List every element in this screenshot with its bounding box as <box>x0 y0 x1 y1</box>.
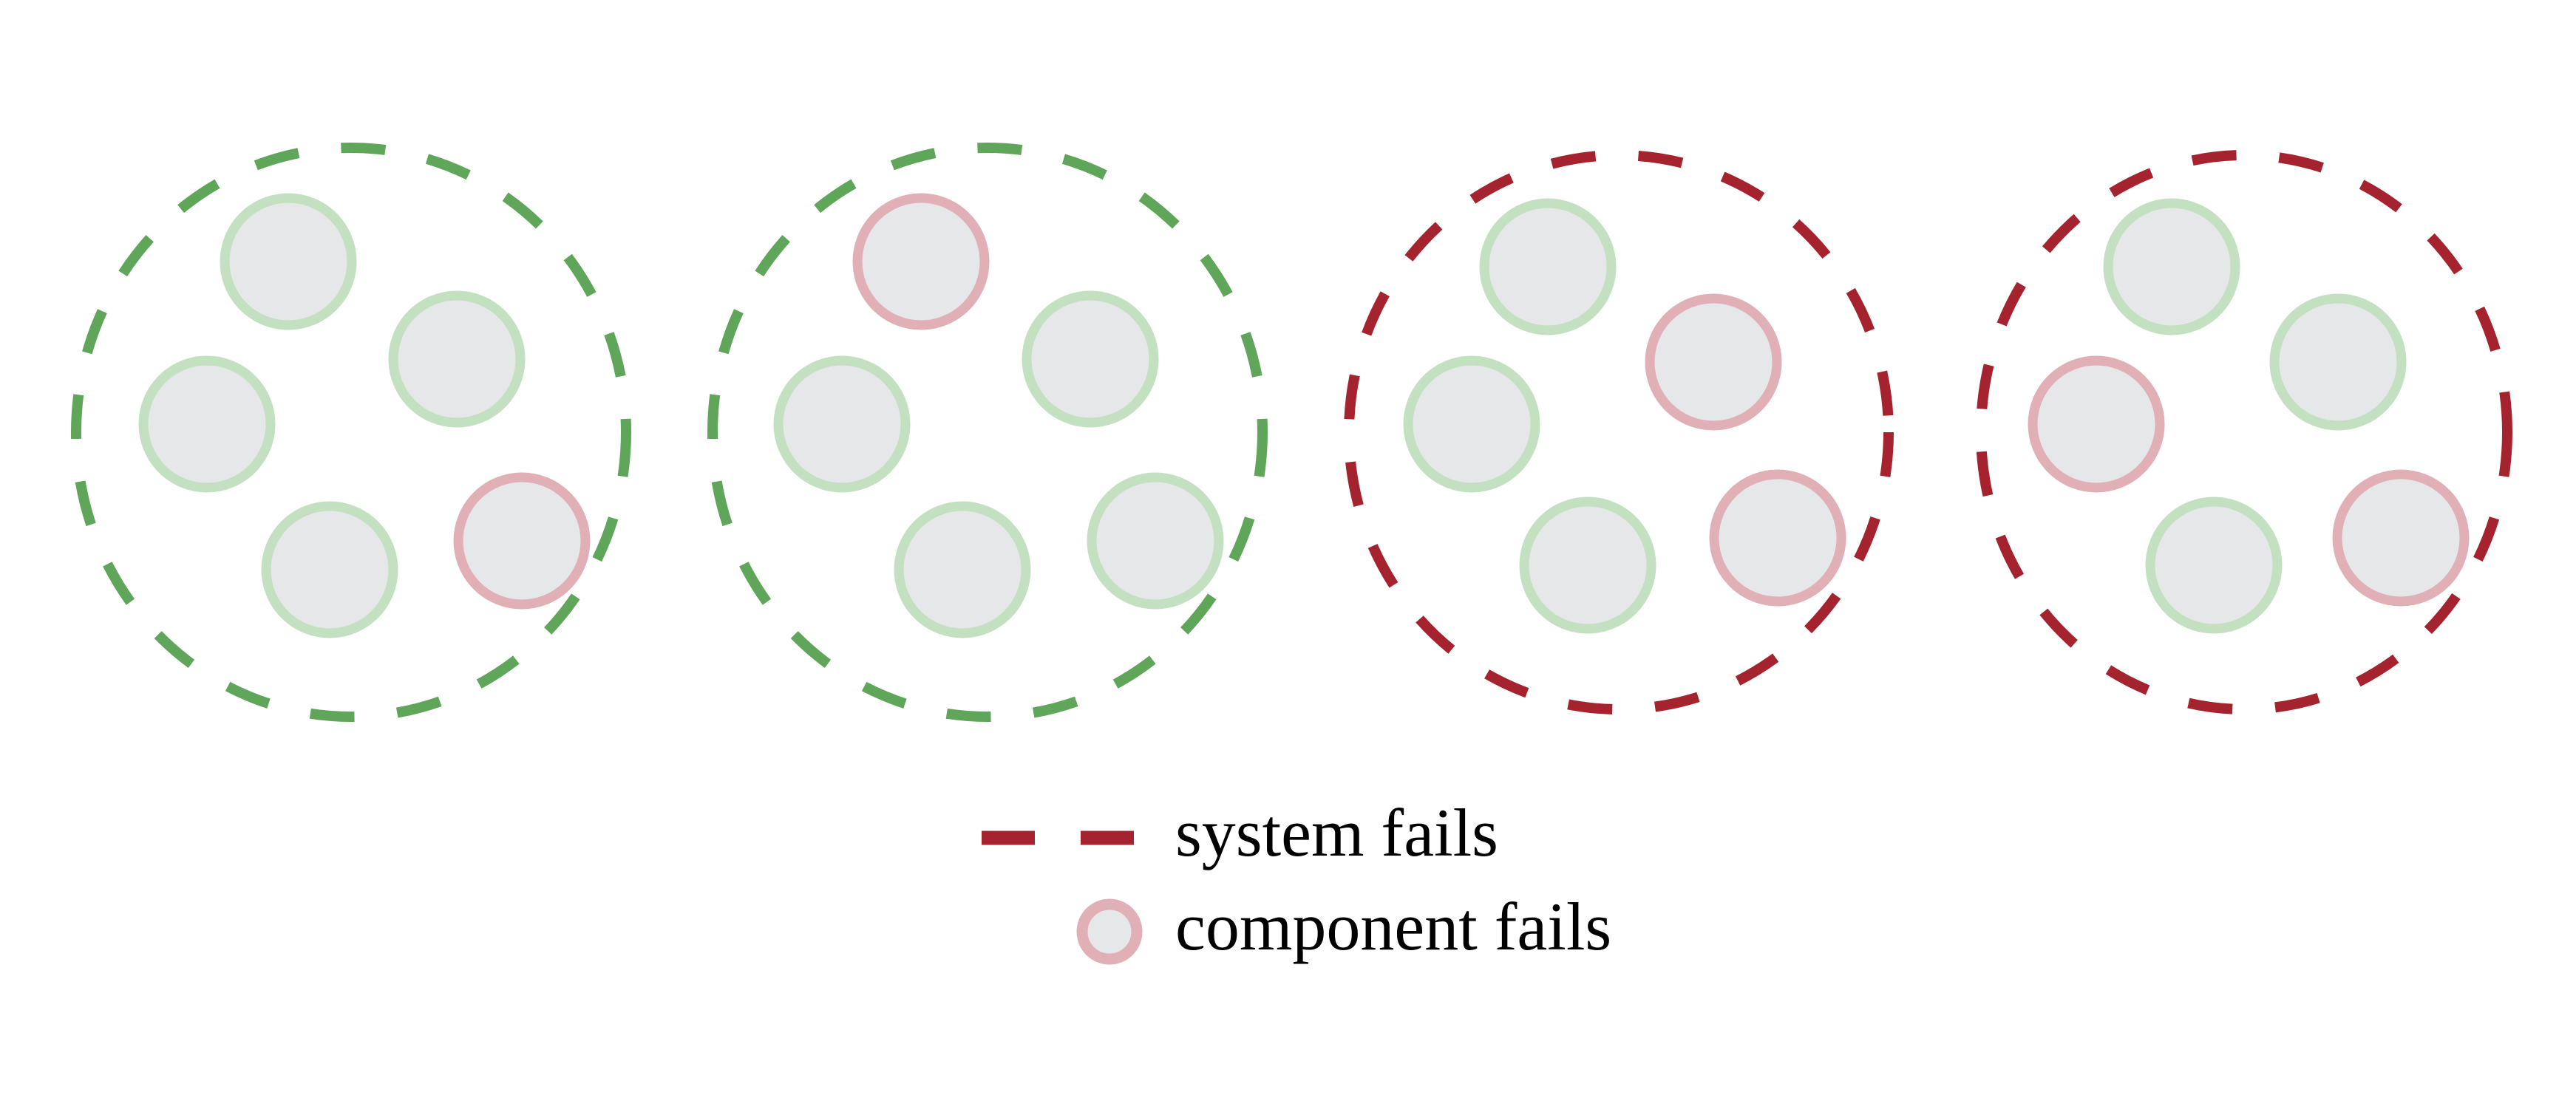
legend: system fails component fails <box>982 795 1611 965</box>
legend-system-fails-label: system fails <box>1175 795 1498 870</box>
component-ok <box>261 501 398 638</box>
component-ok <box>138 355 276 493</box>
component-ok <box>894 501 1031 638</box>
component-failed <box>2028 355 2165 493</box>
system-4 <box>1976 150 2512 714</box>
component-failed <box>1645 293 1782 431</box>
component-failed <box>2332 469 2470 607</box>
component-ok <box>1087 472 1224 610</box>
component-failed <box>1709 469 1846 607</box>
component-ok <box>220 193 357 330</box>
component-ok <box>1403 355 1540 493</box>
system-boundary-failed <box>1344 150 1894 714</box>
system-3 <box>1344 150 1894 714</box>
component-ok <box>2103 198 2240 335</box>
component-ok <box>2145 497 2283 634</box>
system-boundary-ok <box>707 143 1268 722</box>
component-ok <box>2269 293 2407 431</box>
component-ok <box>773 355 911 493</box>
component-failed <box>852 193 990 330</box>
legend-component-fails-swatch <box>1076 898 1143 965</box>
system-boundary-ok <box>71 143 631 722</box>
component-ok <box>1479 198 1617 335</box>
component-failed <box>453 472 591 610</box>
system-2 <box>707 143 1268 722</box>
system-1 <box>71 143 631 722</box>
component-ok <box>388 290 526 428</box>
systems-layer <box>71 143 2512 722</box>
component-ok <box>1519 497 1656 634</box>
legend-component-fails-label: component fails <box>1175 889 1611 964</box>
component-ok <box>1022 290 1159 428</box>
system-boundary-failed <box>1976 150 2512 714</box>
